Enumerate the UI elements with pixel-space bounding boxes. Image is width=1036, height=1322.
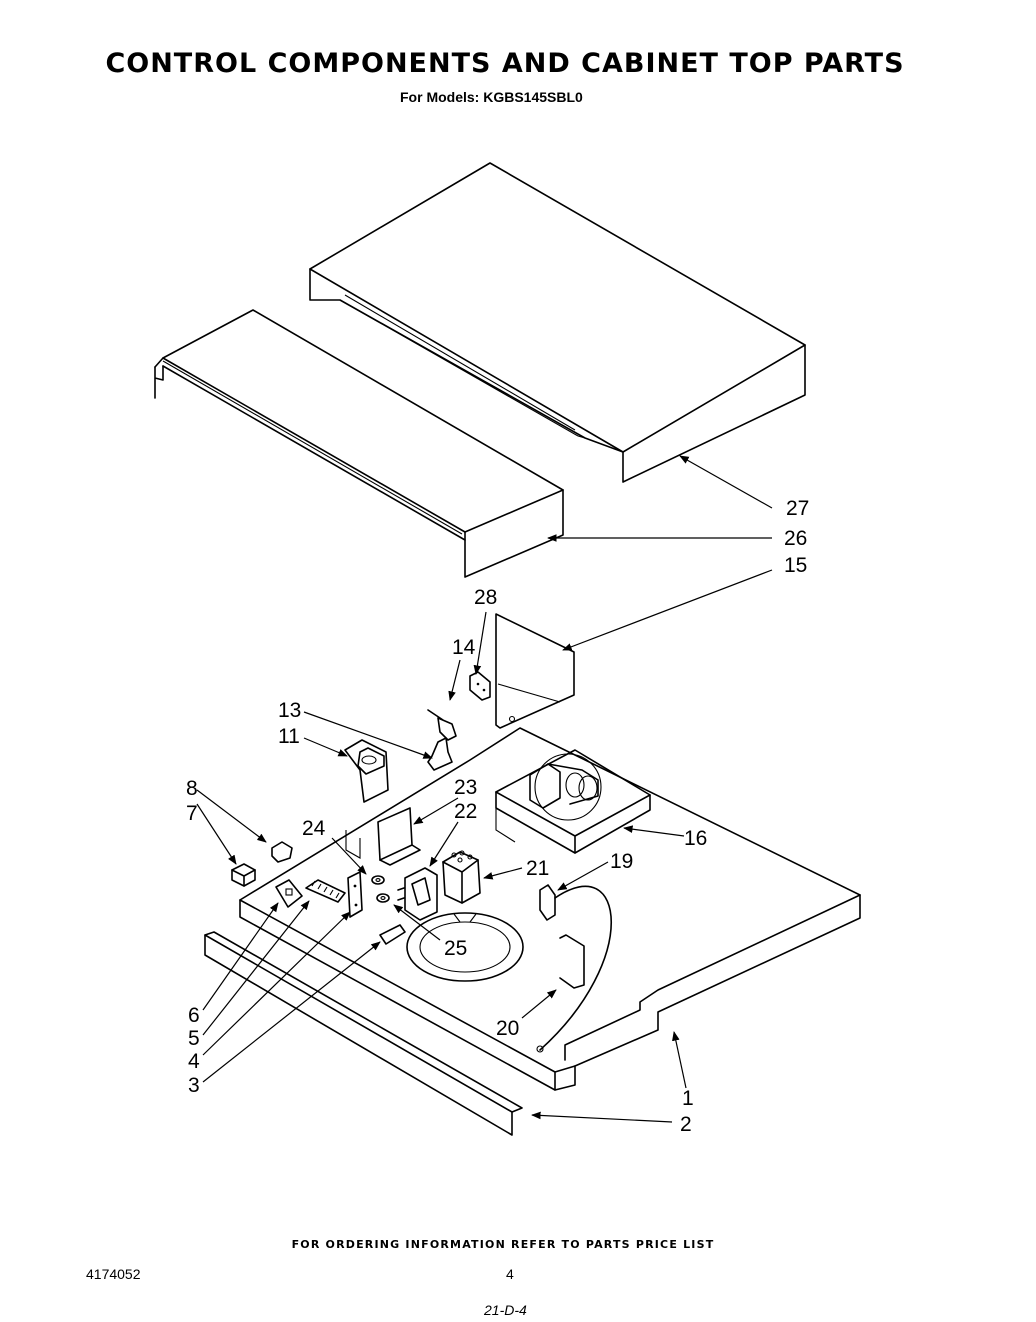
callout-3: 3 xyxy=(188,1074,200,1097)
callout-25: 25 xyxy=(444,937,467,960)
callout-15: 15 xyxy=(784,554,807,577)
ordering-note: FOR ORDERING INFORMATION REFER TO PARTS … xyxy=(291,1238,715,1251)
part-24-grommets xyxy=(371,875,390,903)
callout-16: 16 xyxy=(684,827,707,850)
callout-8: 8 xyxy=(186,777,198,800)
part-6-bracket xyxy=(275,879,303,908)
page-number: 4 xyxy=(506,1266,514,1282)
part-28-clip xyxy=(469,671,491,701)
part-5-terminal-block xyxy=(305,879,346,903)
part-7-block xyxy=(231,863,256,887)
callout-28: 28 xyxy=(474,586,497,609)
part-11-ignition-module xyxy=(344,739,389,803)
part-4-bracket xyxy=(347,871,363,918)
part-26-front-panel xyxy=(154,309,564,578)
callout-4: 4 xyxy=(188,1050,200,1073)
part-1-cabinet-base xyxy=(239,727,861,1091)
callout-22: 22 xyxy=(454,800,477,823)
part-22-transformer xyxy=(397,867,438,921)
callout-13: 13 xyxy=(278,699,301,722)
part-15-heat-shield xyxy=(495,613,575,729)
callout-23: 23 xyxy=(454,776,477,799)
burner-opening xyxy=(406,912,524,982)
callout-labels: 27 26 15 28 14 13 11 23 22 24 8 7 16 21 … xyxy=(186,497,809,1136)
callout-14: 14 xyxy=(452,636,476,659)
part-23-bracket xyxy=(377,807,421,866)
part-20-clip xyxy=(536,934,585,1053)
callout-7: 7 xyxy=(186,802,198,825)
model-subtitle: For Models: KGBS145SBL0 xyxy=(400,89,583,105)
part-13-bracket xyxy=(427,737,453,771)
part-14-switch xyxy=(427,709,457,741)
callout-19: 19 xyxy=(610,850,633,873)
callout-27: 27 xyxy=(786,497,809,520)
part-3-terminal xyxy=(379,924,406,945)
callout-21: 21 xyxy=(526,857,549,880)
document-number: 4174052 xyxy=(86,1266,141,1282)
callout-1: 1 xyxy=(682,1087,694,1110)
callout-24: 24 xyxy=(302,817,326,840)
part-8-switch xyxy=(271,841,293,863)
leader-lines xyxy=(196,455,773,1123)
handwritten-note: 21-D-4 xyxy=(484,1302,527,1318)
callout-11: 11 xyxy=(278,725,300,748)
page-title: CONTROL COMPONENTS AND CABINET TOP PARTS xyxy=(105,48,905,79)
part-27-cabinet-top xyxy=(309,162,806,483)
part-21-relay xyxy=(442,850,481,904)
part-19-connector xyxy=(539,884,612,1051)
callout-2: 2 xyxy=(680,1113,692,1136)
part-16-fan-assembly xyxy=(495,749,651,854)
part-2-front-rail xyxy=(204,931,523,1136)
callout-5: 5 xyxy=(188,1027,200,1050)
callout-26: 26 xyxy=(784,527,807,550)
callout-6: 6 xyxy=(188,1004,200,1027)
callout-20: 20 xyxy=(496,1017,519,1040)
